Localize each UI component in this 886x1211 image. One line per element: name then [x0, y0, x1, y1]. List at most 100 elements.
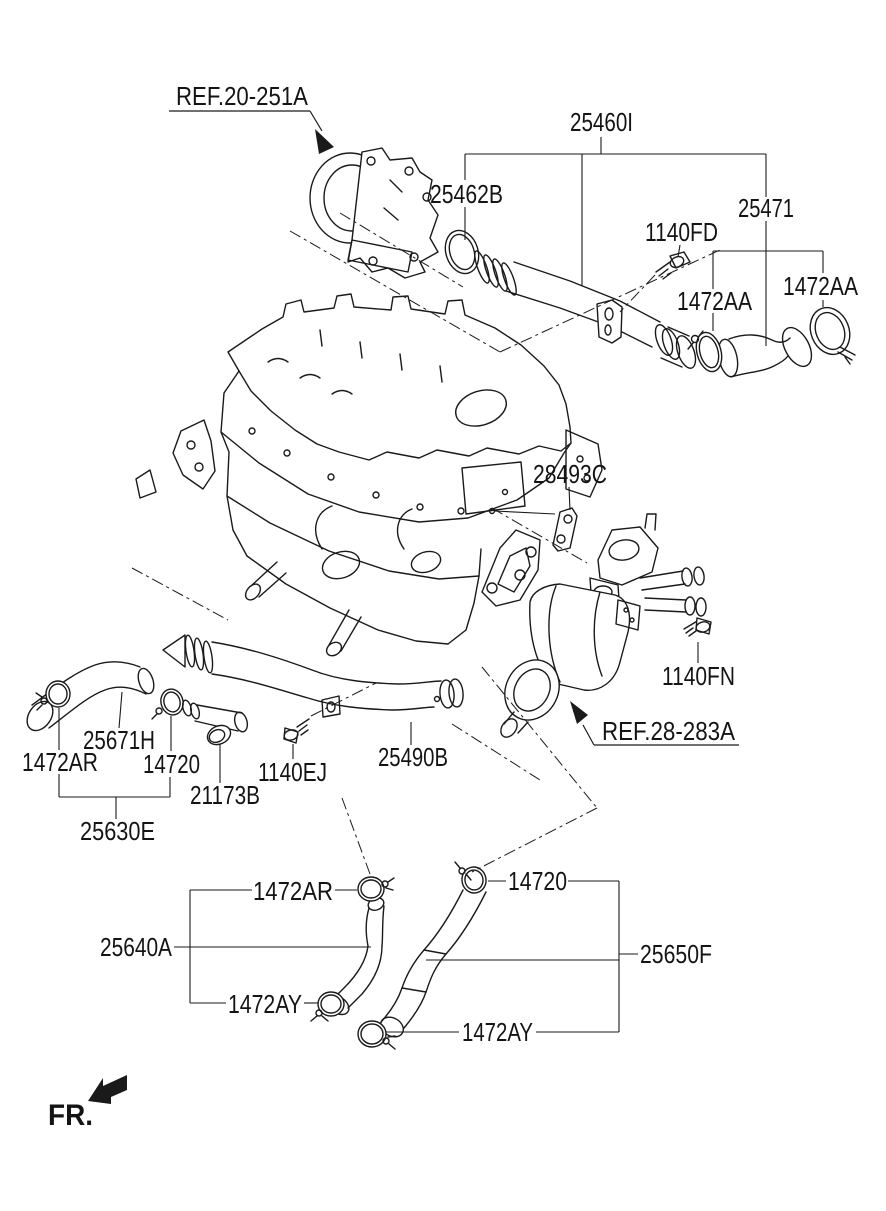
label-25650f: 25650F	[640, 939, 712, 969]
pump-bolt-hole-4	[409, 252, 419, 262]
head-boss-1	[248, 427, 256, 435]
pipe-i-bracket-slot	[604, 324, 612, 336]
clamp-147-l-inner	[464, 869, 484, 891]
heater-stub-1-end	[244, 583, 262, 601]
leader-28493c-horiz	[493, 510, 556, 515]
thermo-cap-oval	[608, 539, 640, 561]
hose-25471	[717, 326, 813, 378]
gasket-cutout	[497, 547, 531, 593]
pipe-b-body-top	[196, 704, 243, 714]
phantom-upper-v-left	[289, 230, 501, 353]
hose-f-left	[380, 889, 464, 1023]
pipe-21173b	[181, 699, 249, 746]
clamp-ay-b-inner	[360, 1023, 384, 1045]
head-boss-6	[457, 507, 465, 515]
bolt-1140fd	[655, 251, 691, 280]
cover-rib-2	[359, 341, 363, 359]
thermo-cap-stub	[644, 513, 657, 531]
pump-housing	[347, 147, 439, 279]
cover-rib-3	[399, 353, 403, 371]
pump-flange-plate	[347, 239, 413, 273]
clamp-1472aa-left	[687, 330, 723, 373]
leader-lines	[58, 137, 824, 1033]
hose-25471-bottom	[730, 355, 789, 378]
heater-stub-2-end	[325, 641, 343, 657]
heater-stub-1a	[250, 561, 278, 587]
head-seam	[220, 431, 572, 523]
gasket-bracket-hole-2	[563, 514, 573, 524]
outlet-tube-b-collar	[684, 596, 696, 616]
phantom-lower-parallel	[451, 723, 541, 781]
label-1472aa-right: 1472AA	[783, 271, 859, 301]
clamp-ay-l-screw-tail	[310, 1015, 329, 1022]
pipe-i-bellows-4	[501, 262, 517, 296]
pipe-bottom-edge	[211, 673, 435, 711]
label-fr-direction: FR.	[48, 1099, 93, 1132]
label-1140ej: 1140EJ	[258, 757, 327, 787]
clamp-ay-l-inner	[320, 994, 342, 1014]
label-25471: 25471	[738, 193, 794, 223]
gasket-hole-3	[525, 546, 537, 558]
head-boss-5	[416, 503, 424, 511]
label-14720-upper: 14720	[143, 749, 200, 779]
clamp-147-l-screw-tail	[454, 861, 472, 881]
outlet-tube-a-collar	[681, 567, 693, 587]
gasket-plate	[481, 529, 541, 607]
outlet-tube-b1	[644, 597, 687, 601]
heater-stub-2b	[340, 616, 362, 652]
pipe-end-ring-1	[439, 679, 455, 709]
bolt-1140ej-washer	[283, 729, 299, 741]
engine-assembly-drawing	[26, 147, 856, 1050]
clamp-aa-left-screw	[690, 334, 700, 344]
intake-port-1	[321, 550, 361, 580]
label-25490b: 25490B	[378, 742, 448, 772]
plug-well-arc-1	[267, 357, 289, 363]
pipe-i-bracket	[596, 299, 623, 344]
pipe-i-bellows-2	[483, 254, 499, 288]
pump-bolt-hole-5	[368, 256, 378, 266]
label-1472ar-upper: 1472AR	[22, 747, 98, 777]
pipe-i-top-edge	[513, 261, 661, 323]
pipe-b-lobe	[206, 724, 232, 746]
label-28493c: 28493C	[533, 459, 607, 489]
leader-25671h	[118, 691, 123, 729]
clamp-aa-left-screw-tail	[687, 330, 704, 350]
clamp-1472aa-right	[809, 306, 856, 365]
cam-cover-oval	[455, 389, 507, 427]
pipe-i-end-bottom	[660, 357, 683, 368]
clamp-1472ar-upper	[35, 680, 71, 711]
inlet-flange-inner	[513, 668, 551, 712]
pump-rib	[383, 179, 403, 221]
valve-cover-outline	[227, 293, 572, 461]
phantom-lower-v-upper	[481, 666, 598, 809]
cover-rib-1	[319, 329, 323, 347]
block-bottom-edge	[246, 555, 449, 645]
coolant-pipe-25460i	[474, 250, 697, 369]
label-25460i: 25460I	[570, 107, 633, 137]
label-25462b: 25462B	[430, 179, 503, 209]
pipe-stay-hole	[326, 701, 336, 713]
label-25630e: 25630E	[80, 816, 155, 846]
head-rear-hole-1	[576, 455, 584, 463]
clamp-14720-upper	[151, 688, 184, 720]
head-boss-2	[283, 449, 291, 457]
label-1472ay-left: 1472AY	[228, 989, 302, 1019]
label-ref-28-283a: REF.28-283A	[602, 716, 736, 746]
runner-2	[396, 508, 413, 550]
label-21173b: 21173B	[190, 780, 260, 810]
head-rear-hole-2	[583, 474, 591, 482]
clamp-aa-left-outer	[695, 331, 723, 373]
o-ring-25462b	[444, 229, 480, 275]
hose-f-seam-2	[401, 987, 427, 993]
hose-25650f	[379, 869, 487, 1038]
bolt-1140fd-thread	[655, 261, 672, 280]
phantom-lines	[131, 212, 723, 875]
clamp-aa-left-inner	[698, 335, 720, 369]
pipe-top-edge	[211, 641, 442, 685]
bolt-1140fd-washer	[669, 255, 685, 269]
hose-a-right	[347, 945, 383, 1009]
clamp-aa-right-inner	[814, 311, 846, 351]
clamp-ay-b-screw	[382, 1037, 390, 1045]
pipe-i-end-face	[675, 335, 697, 369]
